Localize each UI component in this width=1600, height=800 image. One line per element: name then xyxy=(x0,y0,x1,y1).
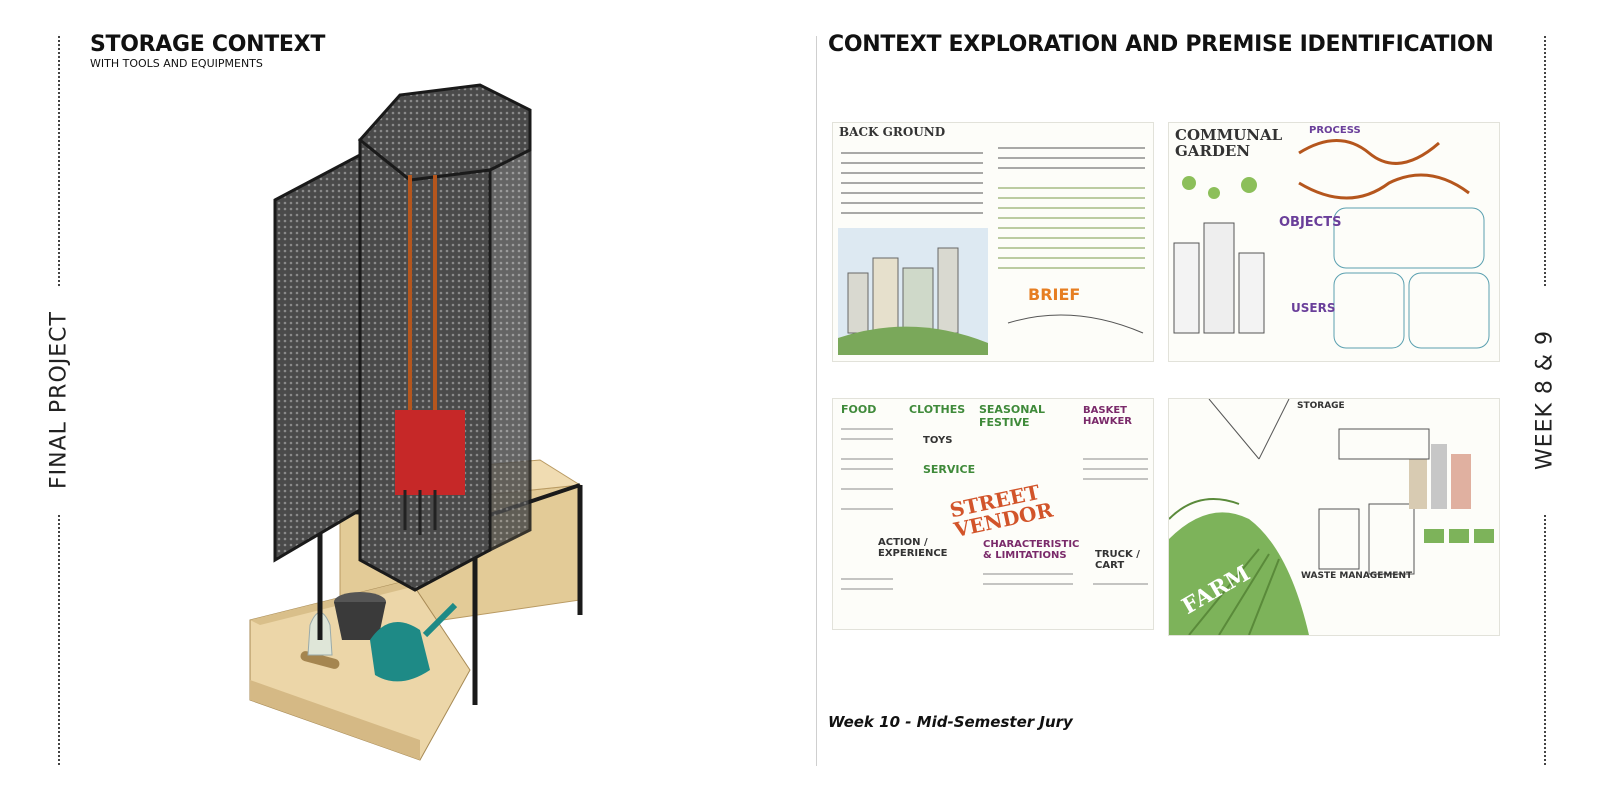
background-sheet: BACK GROUND BRIEF xyxy=(832,122,1154,362)
side-label-final-project: FINAL PROJECT xyxy=(46,311,72,489)
storage-context-subtitle: WITH TOOLS AND EQUIPMENTS xyxy=(90,57,263,70)
communal-garden-title: COMMUNAL GARDEN xyxy=(1175,126,1283,160)
storage-unit-illustration xyxy=(240,80,610,770)
brief-doodle: BRIEF xyxy=(1028,285,1081,304)
farm-sheet: STORAGE FARM WASTE MANAGEMENT xyxy=(1168,398,1500,636)
vendor-limits-label: CHARACTERISTIC & LIMITATIONS xyxy=(983,539,1080,561)
vendor-clothes-label: CLOTHES xyxy=(909,403,966,416)
page-divider xyxy=(816,36,817,766)
vendor-truck-label: TRUCK / CART xyxy=(1095,549,1140,571)
right-dotted-rail-top xyxy=(1544,36,1546,286)
vendor-toys-label: TOYS xyxy=(923,435,953,446)
left-dotted-rail-bottom xyxy=(58,515,60,765)
background-sheet-title: BACK GROUND xyxy=(839,125,946,139)
vendor-food-label: FOOD xyxy=(841,403,877,416)
vendor-action-label: ACTION / EXPERIENCE xyxy=(878,537,948,559)
side-label-week: WEEK 8 & 9 xyxy=(1532,329,1558,471)
vendor-service-label: SERVICE xyxy=(923,463,976,476)
mid-semester-jury-caption: Week 10 - Mid-Semester Jury xyxy=(828,713,1073,731)
left-dotted-rail-top xyxy=(58,36,60,286)
context-exploration-title: CONTEXT EXPLORATION AND PREMISE IDENTIFI… xyxy=(828,32,1494,57)
vendor-seasonal-label: SEASONAL FESTIVE xyxy=(979,403,1045,429)
street-vendor-sheet: FOOD CLOTHES SEASONAL FESTIVE BASKET HAW… xyxy=(832,398,1154,630)
vendor-hawker-label: BASKET HAWKER xyxy=(1083,405,1132,427)
process-label: PROCESS xyxy=(1309,125,1361,136)
right-dotted-rail-bottom xyxy=(1544,515,1546,765)
storage-context-title: STORAGE CONTEXT xyxy=(90,32,326,57)
objects-label: OBJECTS xyxy=(1279,215,1342,230)
farm-storage-label: STORAGE xyxy=(1297,401,1345,411)
waste-management-label: WASTE MANAGEMENT xyxy=(1301,571,1413,581)
users-label: USERS xyxy=(1291,301,1336,315)
communal-garden-sheet: COMMUNAL GARDEN PROCESS OBJECTS USERS xyxy=(1168,122,1500,362)
